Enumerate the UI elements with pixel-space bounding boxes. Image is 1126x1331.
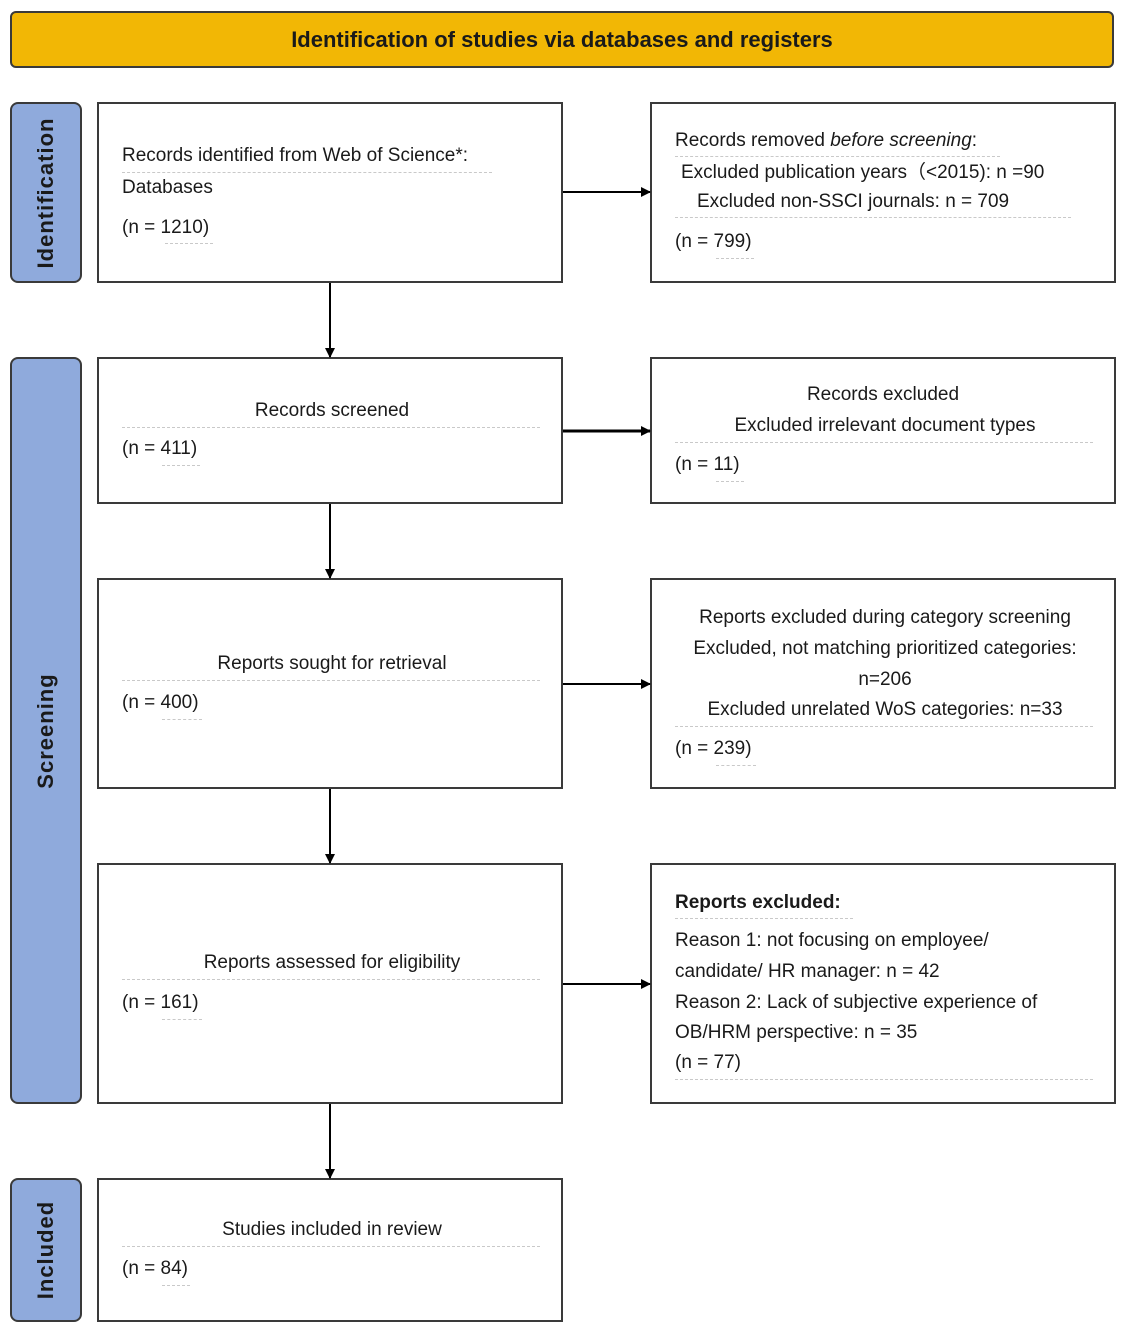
records-excluded-line2: Excluded irrelevant document types bbox=[734, 415, 1036, 436]
phase-screening: Screening bbox=[10, 357, 82, 1104]
reports-excluded-final-line1: Reason 1: not focusing on employee/ bbox=[675, 930, 989, 951]
phase-screening-label: Screening bbox=[33, 672, 58, 789]
records-identified-line2: Databases bbox=[122, 177, 213, 198]
reports-excluded-final-line4: OB/HRM perspective: n = 35 bbox=[675, 1022, 918, 1043]
records-removed-line3: Excluded non-SSCI journals: n = 709 bbox=[697, 191, 1010, 212]
dash-divider bbox=[675, 726, 1093, 727]
records-removed-box: Records removed before screening: Exclud… bbox=[650, 102, 1116, 283]
reports-excluded-final-count: (n = 77) bbox=[675, 1052, 742, 1073]
reports-excluded-final-line2: candidate/ HR manager: n = 42 bbox=[675, 961, 940, 982]
dash-divider bbox=[122, 427, 540, 428]
records-excluded-line1: Records excluded bbox=[806, 384, 960, 405]
reports-excluded-category-box: Reports excluded during category screeni… bbox=[650, 578, 1116, 789]
records-identified-box: Records identified from Web of Science*:… bbox=[97, 102, 563, 283]
dash-divider bbox=[162, 1285, 190, 1286]
dash-divider bbox=[122, 680, 540, 681]
reports-excluded-category-line4: Excluded unrelated WoS categories: n=33 bbox=[707, 699, 1063, 720]
reports-excluded-category-line2: Excluded, not matching prioritized categ… bbox=[693, 638, 1077, 659]
reports-excluded-final-line3: Reason 2: Lack of subjective experience … bbox=[675, 992, 1038, 1013]
phase-included-label: Included bbox=[33, 1200, 58, 1300]
dash-divider bbox=[122, 1246, 540, 1247]
records-removed-suffix: : bbox=[971, 130, 978, 151]
dash-divider bbox=[162, 1019, 202, 1020]
phase-identification-label: Identification bbox=[33, 117, 58, 268]
reports-sought-title: Reports sought for retrieval bbox=[217, 653, 447, 674]
records-removed-count: (n = 799) bbox=[675, 231, 752, 252]
records-identified-count: (n = 1210) bbox=[122, 217, 210, 238]
reports-assessed-box: Reports assessed for eligibility (n = 16… bbox=[97, 863, 563, 1104]
reports-sought-count: (n = 400) bbox=[122, 692, 199, 713]
records-excluded-count: (n = 11) bbox=[675, 454, 740, 475]
reports-excluded-final-title: Reports excluded: bbox=[675, 892, 841, 913]
records-excluded-box: Records excluded Excluded irrelevant doc… bbox=[650, 357, 1116, 504]
dash-divider bbox=[675, 217, 1071, 218]
dash-divider bbox=[716, 258, 754, 259]
phase-included: Included bbox=[10, 1178, 82, 1322]
records-identified-line1: Records identified from Web of Science*: bbox=[122, 145, 469, 166]
reports-assessed-title: Reports assessed for eligibility bbox=[203, 952, 461, 973]
reports-excluded-category-line3: n=206 bbox=[858, 669, 912, 690]
reports-excluded-category-line1: Reports excluded during category screeni… bbox=[699, 607, 1071, 628]
dash-divider bbox=[675, 918, 853, 919]
header-title: Identification of studies via databases … bbox=[291, 26, 833, 52]
dash-divider bbox=[716, 765, 756, 766]
records-screened-title: Records screened bbox=[254, 400, 410, 421]
records-removed-emphasis: before screening bbox=[830, 130, 972, 151]
reports-assessed-count: (n = 161) bbox=[122, 992, 199, 1013]
studies-included-title: Studies included in review bbox=[222, 1219, 442, 1240]
reports-sought-box: Reports sought for retrieval (n = 400) bbox=[97, 578, 563, 789]
studies-included-count: (n = 84) bbox=[122, 1258, 189, 1279]
dash-divider bbox=[162, 465, 200, 466]
studies-included-box: Studies included in review (n = 84) bbox=[97, 1178, 563, 1322]
dash-divider bbox=[716, 481, 744, 482]
dash-divider bbox=[122, 979, 540, 980]
records-removed-prefix: Records removed bbox=[675, 130, 831, 151]
dash-divider bbox=[675, 156, 1000, 157]
diagram-header: Identification of studies via databases … bbox=[10, 11, 1114, 68]
dash-divider bbox=[165, 243, 213, 244]
dash-divider bbox=[122, 172, 492, 173]
dash-divider bbox=[675, 1079, 1093, 1080]
reports-excluded-final-box: Reports excluded: Reason 1: not focusing… bbox=[650, 863, 1116, 1104]
records-removed-line2: Excluded publication years（<2015): n =90 bbox=[681, 162, 1045, 183]
reports-excluded-category-count: (n = 239) bbox=[675, 738, 752, 759]
phase-identification: Identification bbox=[10, 102, 82, 283]
records-screened-count: (n = 411) bbox=[122, 438, 198, 459]
dash-divider bbox=[162, 719, 202, 720]
records-removed-line1: Records removed before screening: bbox=[675, 129, 977, 153]
records-screened-box: Records screened (n = 411) bbox=[97, 357, 563, 504]
dash-divider bbox=[675, 442, 1093, 443]
